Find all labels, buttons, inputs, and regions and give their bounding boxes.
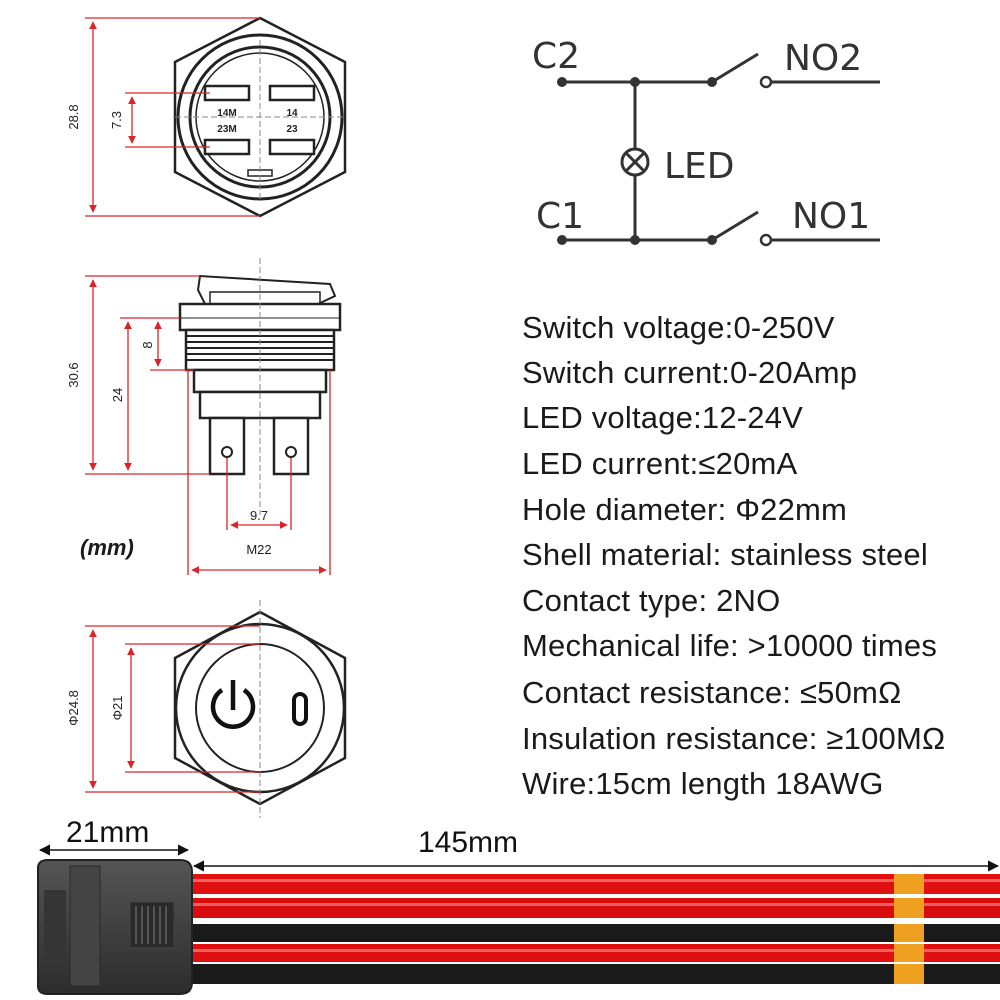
spec-shell-material: Shell material: stainless steel [522, 537, 928, 572]
schematic-label-no1: NO1 [792, 196, 870, 237]
front-view: 14M 14 23M 23 28.8 7.3 [66, 16, 347, 218]
terminal-14m [203, 84, 251, 102]
wire-tape [894, 874, 924, 984]
spec-mechanical-life: Mechanical life: >10000 times [522, 628, 938, 663]
spec-led-voltage: LED voltage:12-24V [522, 400, 804, 435]
spec-contact-resistance: Contact resistance: ≤50mΩ [522, 675, 902, 710]
dim-30-6 [85, 275, 210, 475]
dim-21mm-label: 21mm [66, 816, 150, 849]
wire-red-2 [185, 898, 1000, 918]
zero-symbol-icon [292, 692, 308, 726]
dim-28-8 [85, 17, 260, 217]
dim-7-3 [125, 92, 210, 148]
toggle-cap [196, 274, 337, 305]
terminal-23 [268, 138, 316, 156]
spec-insulation-resistance: Insulation resistance: ≥100MΩ [522, 721, 946, 756]
dim-28-8-label: 28.8 [66, 104, 81, 129]
terminal-14 [268, 84, 316, 102]
side-view: 30.6 24 8 9.7 M22 [66, 258, 342, 575]
dim-phi-24-8-label: Φ24.8 [66, 690, 81, 726]
wire-harness [37, 844, 1000, 995]
terminal-label-14: 14 [286, 108, 298, 119]
dim-145mm-label: 145mm [418, 826, 519, 859]
spec-wire: Wire:15cm length 18AWG [522, 766, 884, 801]
terminal-23m [203, 138, 251, 156]
dim-phi-21 [125, 643, 260, 773]
terminal-label-23m: 23M [217, 124, 236, 135]
dim-30-6-label: 30.6 [66, 362, 81, 387]
schematic-label-c1: C1 [536, 196, 584, 237]
dim-phi-24-8 [85, 625, 260, 793]
dim-7-3-label: 7.3 [109, 111, 124, 129]
spec-contact-type: Contact type: 2NO [522, 583, 781, 618]
dim-9-7 [226, 458, 292, 530]
dim-9-7-label: 9.7 [250, 508, 268, 523]
dim-phi-21-label: Φ21 [110, 696, 125, 721]
led-lamp-symbol [620, 147, 650, 177]
schematic-label-no2: NO2 [784, 38, 862, 79]
spec-switch-voltage: Switch voltage:0-250V [522, 310, 835, 345]
spec-hole-diameter: Hole diameter: Φ22mm [522, 492, 848, 527]
dim-m22-label: M22 [246, 542, 271, 557]
wire-black-1 [185, 924, 1000, 942]
dim-8-label: 8 [140, 341, 155, 348]
dim-24 [120, 317, 180, 471]
terminal-label-23: 23 [286, 124, 298, 135]
dim-8 [150, 321, 194, 371]
units-label: (mm) [80, 535, 134, 560]
wire-black-2 [185, 964, 1000, 984]
dim-m22 [187, 370, 331, 575]
power-symbol-icon [210, 680, 256, 729]
top-view: Φ24.8 Φ21 [66, 600, 347, 818]
wire-red-1 [185, 874, 1000, 894]
schematic-label-c2: C2 [532, 36, 580, 77]
wire-red-3 [185, 944, 1000, 962]
schematic-label-led: LED [664, 146, 735, 187]
dim-24-label: 24 [110, 388, 125, 402]
spec-led-current: LED current:≤20mA [522, 446, 798, 481]
terminal-label-14m: 14M [217, 108, 236, 119]
spec-switch-current: Switch current:0-20Amp [522, 355, 858, 390]
